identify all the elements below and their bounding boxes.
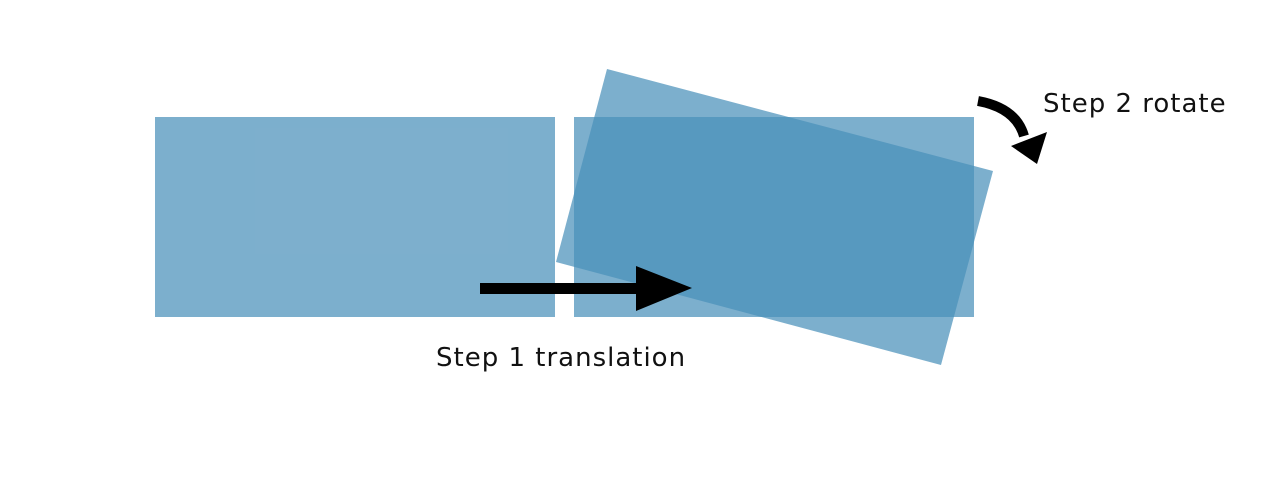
rotated-rectangle [556, 69, 993, 365]
translation-arrow [480, 266, 692, 311]
step-2-label: Step 2 rotate [1043, 89, 1227, 119]
rotation-arrow [976, 96, 1047, 164]
rotation-arrow-head [1011, 132, 1047, 164]
translation-arrow-shaft [480, 283, 642, 294]
step-1-label: Step 1 translation [436, 343, 686, 373]
translation-arrow-head [636, 266, 692, 311]
rotation-arrow-curve [976, 96, 1029, 138]
